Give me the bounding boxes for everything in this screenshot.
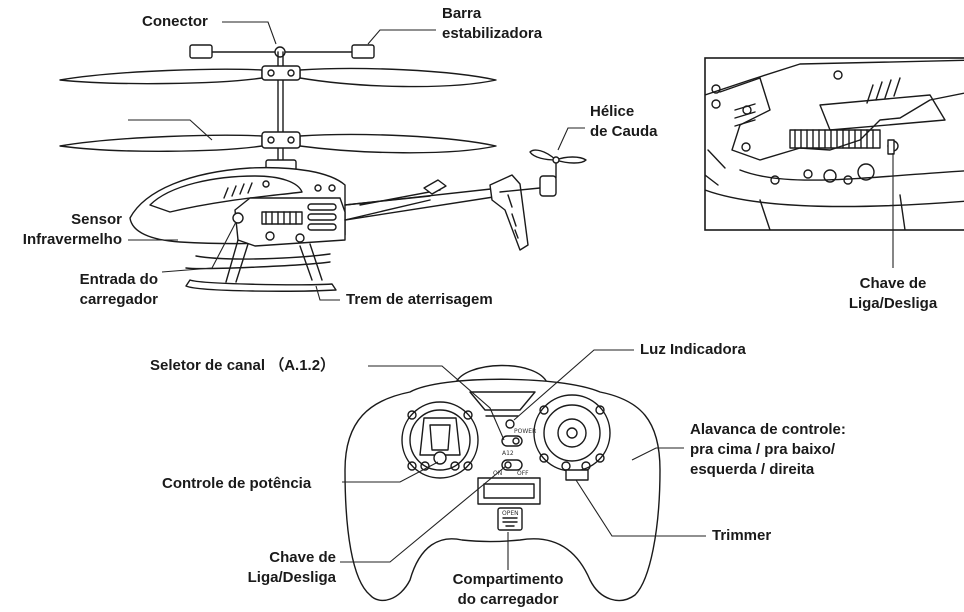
a12-marking: A12 [502, 450, 514, 457]
label-controle-de-potencia: Controle de potência [162, 475, 312, 492]
leader-lines [128, 21, 894, 570]
power-marking: POWER [514, 428, 537, 435]
label-trimmer: Trimmer [712, 527, 772, 544]
switch-detail-inset [704, 57, 964, 231]
label-entrada-do-carregador: Entrada do carregador [79, 271, 158, 308]
label-compartimento-do-carregador: Compartimento do carregador [452, 571, 564, 608]
label-barra-estabilizadora: Barra estabilizadora [442, 5, 543, 42]
open-marking: OPEN [502, 510, 519, 517]
label-alavanca-de-controle: Alavanca de controle: pra cima / pra bai… [690, 421, 846, 478]
label-sensor-infravermelho: Sensor Infravermelho [22, 211, 122, 248]
label-trem-de-aterrisagem: Trem de aterrisagem [346, 291, 493, 308]
label-luz-indicadora: Luz Indicadora [640, 341, 746, 358]
label-chave-liga-desliga-remote: Chave de Liga/Desliga [247, 549, 336, 586]
remote-control-illustration [344, 364, 661, 602]
label-seletor-de-canal: Seletor de canal （A.1.2） [150, 357, 336, 374]
label-helice-de-cauda: Hélice de Cauda [590, 103, 658, 140]
helicopter-illustration [59, 44, 587, 292]
off-marking: OFF [517, 470, 529, 477]
label-chave-liga-desliga-heli: Chave de Liga/Desliga [848, 275, 938, 312]
on-marking: ON [493, 470, 503, 477]
label-conector: Conector [142, 13, 208, 30]
